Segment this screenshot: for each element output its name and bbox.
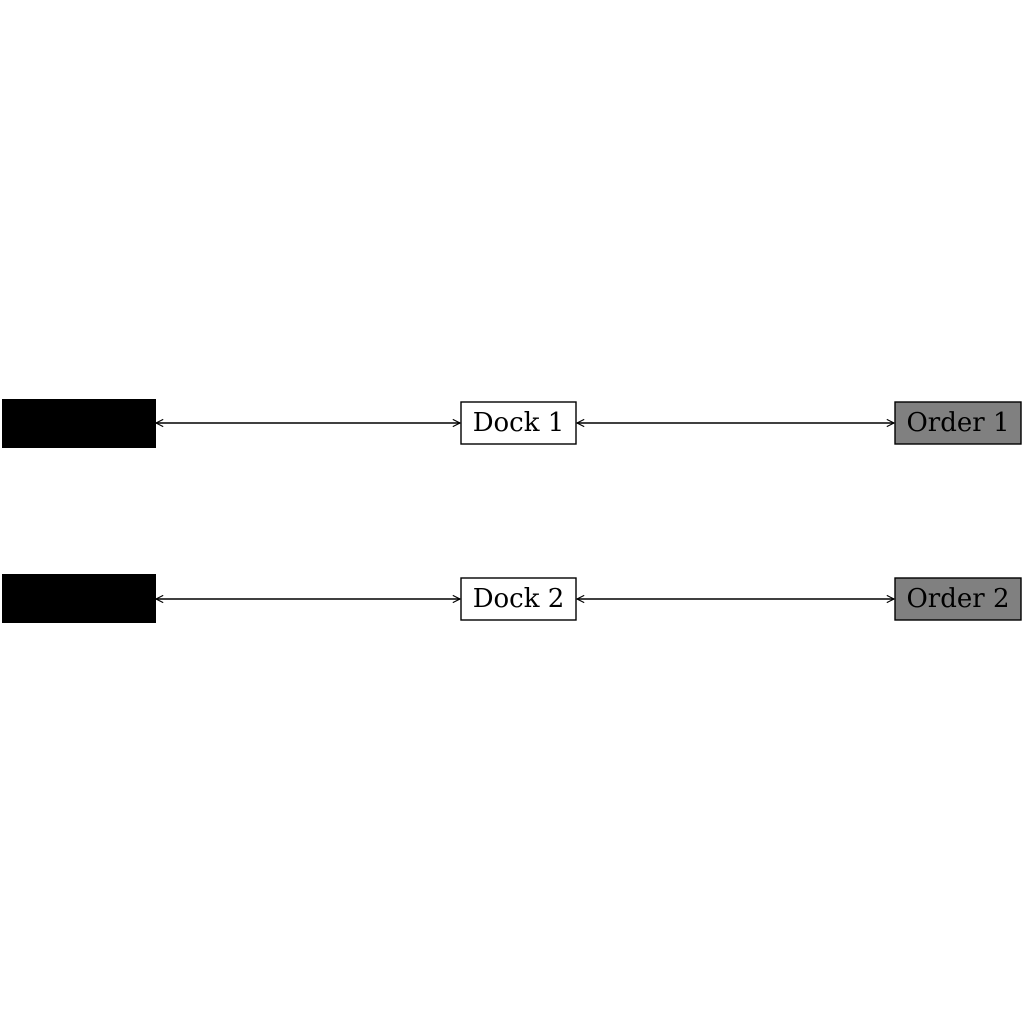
dock-node-2 [460,577,577,621]
dock-label-2: Dock 2 [473,584,565,614]
order-node-2 [894,577,1022,621]
source-node-2 [2,574,156,623]
order-label-1: Order 1 [906,408,1009,438]
order-label-2: Order 2 [906,584,1009,614]
dock-node-1 [460,401,577,445]
row-1: Dock 1 Order 1 [2,399,1022,448]
dock-label-1: Dock 1 [473,408,565,438]
row-2: Dock 2 Order 2 [2,574,1022,623]
order-node-1 [894,401,1022,445]
source-node-1 [2,399,156,448]
